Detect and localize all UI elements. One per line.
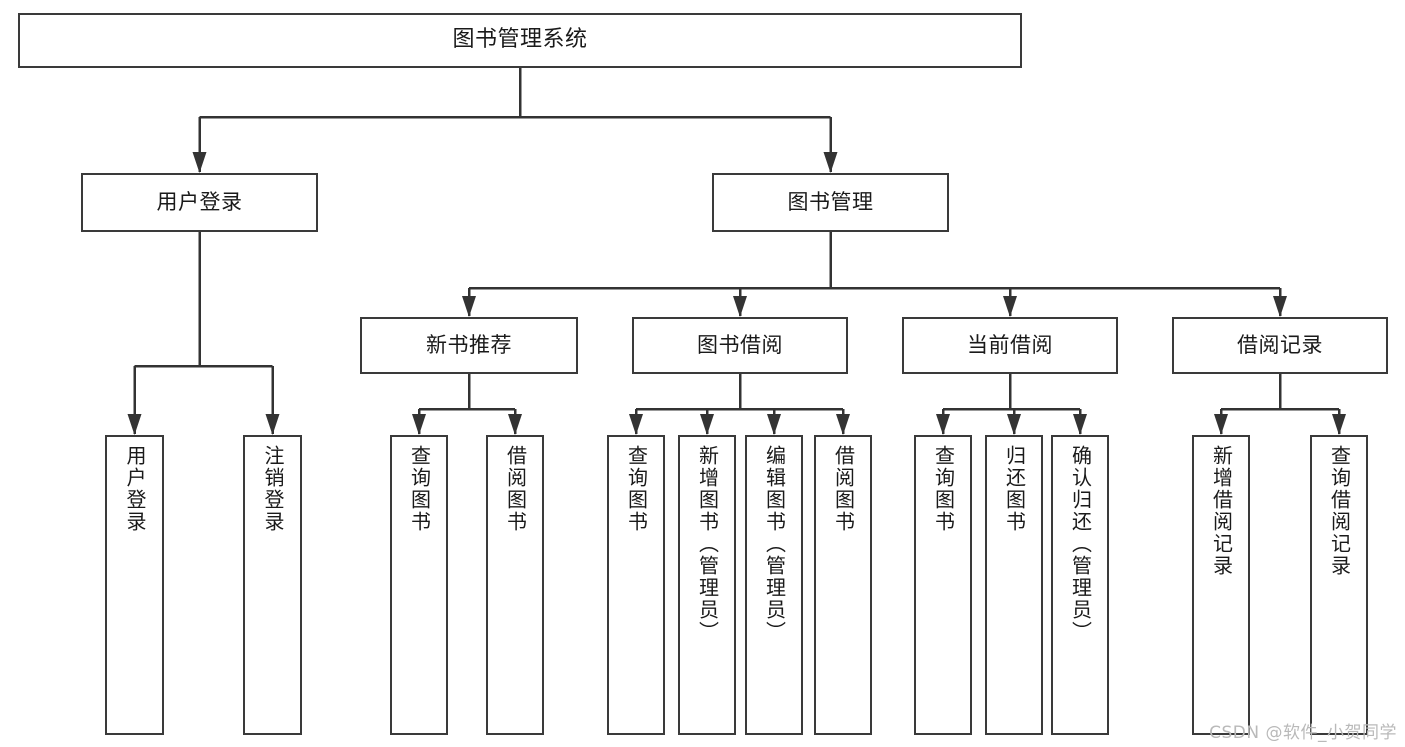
node-f9: 查询图书 (914, 435, 972, 735)
node-l1b: 图书管理 (712, 173, 949, 232)
node-l2a: 新书推荐 (360, 317, 578, 374)
node-f10: 归还图书 (985, 435, 1043, 735)
node-label: 查询借阅记录 (1327, 445, 1352, 577)
node-f11: 确认归还（管理员） (1051, 435, 1109, 735)
node-l2d: 借阅记录 (1172, 317, 1388, 374)
node-label: 归还图书 (1002, 445, 1027, 533)
node-label: 借阅记录 (1237, 332, 1323, 357)
node-label: 图书管理系统 (452, 27, 588, 53)
node-f8: 借阅图书 (814, 435, 872, 735)
node-f5: 查询图书 (607, 435, 665, 735)
node-label: 图书管理 (787, 189, 874, 214)
watermark: CSDN @软件_小贺同学 (1209, 723, 1397, 743)
node-f1: 用户登录 (105, 435, 164, 735)
node-l2b: 图书借阅 (632, 317, 848, 374)
node-label: 编辑图书（管理员） (762, 445, 787, 643)
node-f2: 注销登录 (243, 435, 302, 735)
node-label: 借阅图书 (831, 445, 856, 533)
node-label: 查询图书 (407, 445, 432, 533)
node-label: 用户登录 (156, 189, 243, 214)
node-label: 用户登录 (123, 445, 147, 533)
node-l2c: 当前借阅 (902, 317, 1118, 374)
node-root: 图书管理系统 (18, 13, 1022, 68)
node-label: 查询图书 (931, 445, 956, 533)
node-f4: 借阅图书 (486, 435, 544, 735)
node-label: 新书推荐 (426, 332, 512, 357)
node-label: 借阅图书 (503, 445, 528, 533)
node-label: 当前借阅 (967, 332, 1053, 357)
node-f12: 新增借阅记录 (1192, 435, 1250, 735)
node-label: 查询图书 (624, 445, 649, 533)
node-l1a: 用户登录 (81, 173, 318, 232)
node-label: 图书借阅 (697, 332, 783, 357)
node-f3: 查询图书 (390, 435, 448, 735)
node-label: 新增借阅记录 (1209, 445, 1234, 577)
node-f13: 查询借阅记录 (1310, 435, 1368, 735)
node-label: 注销登录 (261, 445, 285, 533)
node-f7: 编辑图书（管理员） (745, 435, 803, 735)
node-label: 新增图书（管理员） (695, 445, 720, 643)
node-f6: 新增图书（管理员） (678, 435, 736, 735)
node-label: 确认归还（管理员） (1068, 445, 1093, 643)
